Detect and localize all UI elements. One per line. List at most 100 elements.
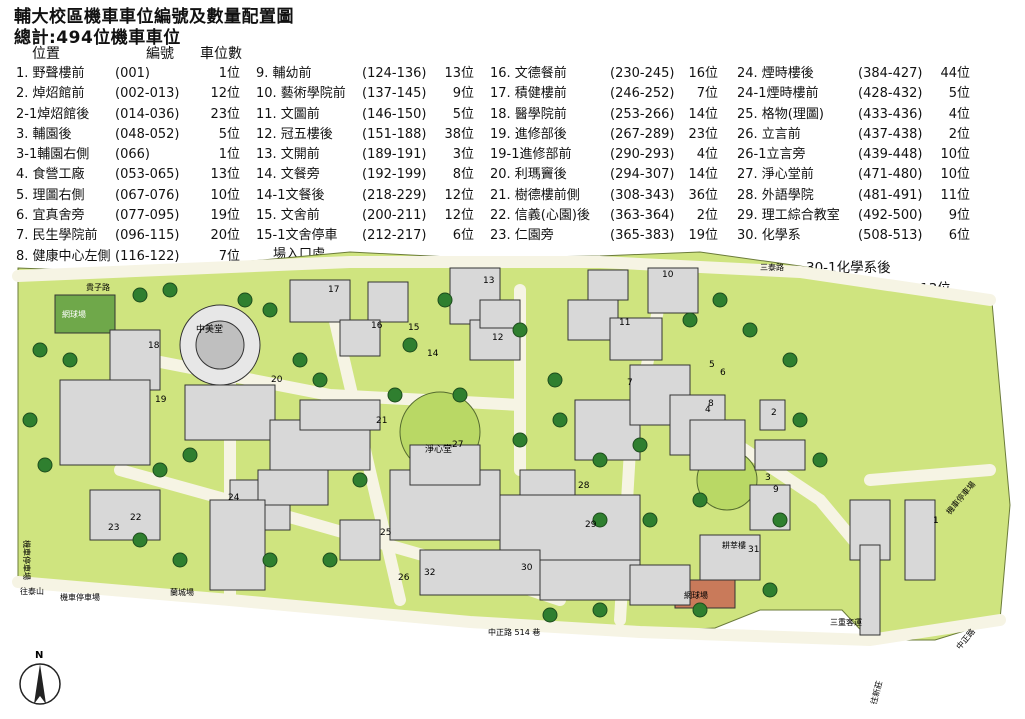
legend-location: 14-1文餐後	[256, 187, 325, 203]
legend-row: 11. 文圖前(146-150)5位	[256, 105, 474, 125]
legend-range: (146-150)	[362, 106, 427, 122]
legend-count: 10位	[940, 147, 970, 163]
campus-building	[339, 319, 381, 357]
legend-location: 9. 輔幼前	[256, 66, 312, 81]
legend-location: 20. 利瑪竇後	[490, 167, 567, 183]
tree-icon	[642, 512, 658, 528]
legend-location: 13. 文開前	[256, 147, 320, 163]
legend-row: 6. 宜真舍旁(077-095)19位	[16, 206, 240, 226]
tree-icon	[262, 302, 278, 318]
map-title: 輔大校區機車車位編號及數量配置圖	[14, 7, 294, 27]
map-subtitle: 總計:494位機車車位	[14, 28, 181, 48]
legend-count: 5位	[452, 106, 474, 122]
building-number-label: 19	[155, 395, 167, 405]
building-number-label: 1	[933, 516, 939, 526]
campus-building	[647, 267, 699, 314]
legend-location: 29. 理工綜合教室	[737, 208, 840, 224]
legend-count: 1位	[218, 66, 240, 81]
legend-count: 6位	[452, 228, 474, 244]
legend-count: 20位	[210, 228, 240, 244]
legend-row: 2-1焯炤館後(014-036)23位	[16, 105, 240, 125]
building-number-label: 15	[408, 323, 419, 333]
legend-range: (218-229)	[362, 187, 427, 203]
legend-row: 14-1文餐後 (218-229) 12位	[256, 186, 474, 206]
legend-row: 24. 煙時樓後(384-427)44位	[737, 64, 970, 84]
zhongmei-roof	[195, 320, 245, 370]
legend-row: 3. 輔園後(048-052)5位	[16, 125, 240, 145]
campus-building	[609, 317, 663, 361]
legend-range: (246-252)	[610, 86, 675, 102]
legend-count: 23位	[688, 126, 718, 142]
campus-building	[59, 379, 151, 466]
campus-building	[209, 499, 266, 591]
tree-icon	[172, 552, 188, 568]
legend-location: 10. 藝術學院前	[256, 86, 346, 102]
campus-building	[754, 439, 806, 471]
legend-range: (481-491)	[858, 187, 923, 203]
legend-row: 1. 野聲樓前(001)1位	[16, 64, 240, 84]
building-number-label: 24	[228, 493, 240, 503]
legend-location: 2-1焯炤館後	[16, 106, 90, 122]
legend-range: (492-500)	[858, 208, 923, 224]
header-location: 位置	[32, 46, 60, 62]
tree-icon	[352, 472, 368, 488]
building-number-label: 26	[398, 573, 410, 583]
legend-count: 23位	[210, 106, 240, 122]
legend-location: 24. 煙時樓後	[737, 66, 814, 81]
tree-icon	[592, 452, 608, 468]
legend-count: 3位	[452, 147, 474, 163]
building-number-label: 2	[771, 408, 777, 418]
label-garden: 蘭城場	[170, 587, 194, 597]
tree-icon	[132, 532, 148, 548]
legend-count: 7位	[696, 86, 718, 102]
tree-icon	[162, 282, 178, 298]
legend-row: 4. 食營工廠(053-065)13位	[16, 165, 240, 185]
legend-row: 20. 利瑪竇後(294-307)14位	[490, 165, 718, 185]
legend-count: 12位	[444, 208, 474, 224]
legend-location: 16. 文德餐前	[490, 66, 567, 81]
building-number-label: 7	[627, 378, 633, 388]
tree-icon	[512, 322, 528, 338]
legend-count: 38位	[444, 126, 474, 142]
campus-building	[759, 399, 786, 431]
tree-icon	[512, 432, 528, 448]
building-number-label: 22	[130, 513, 141, 523]
tree-icon	[452, 387, 468, 403]
building-number-label: 8	[708, 399, 714, 409]
label-gengxin: 耕莘樓	[722, 540, 746, 550]
tree-icon	[742, 322, 758, 338]
legend-row: 15-1文舍停車(212-217)6位	[256, 226, 474, 246]
legend-range: (200-211)	[362, 208, 427, 224]
legend-location: 17. 積健樓前	[490, 86, 567, 102]
campus-building	[184, 384, 276, 441]
tree-icon	[32, 342, 48, 358]
campus-building	[479, 299, 521, 329]
tree-icon	[692, 492, 708, 508]
building-number-label: 13	[483, 276, 494, 286]
legend-row: 18. 醫學院前(253-266)14位	[490, 105, 718, 125]
label-to-xinzhuang: 往新莊	[868, 680, 884, 706]
campus-building	[367, 281, 409, 323]
legend-count: 8位	[452, 167, 474, 183]
campus-building	[89, 489, 161, 541]
legend-range: (212-217)	[362, 228, 427, 244]
building-number-label: 30	[521, 563, 533, 573]
tree-icon	[762, 582, 778, 598]
campus-building	[859, 544, 881, 636]
campus-building	[299, 399, 381, 431]
legend-location: 8. 健康中心左側	[16, 248, 111, 264]
label-zhongmei: 中美堂	[196, 323, 223, 335]
legend-location: 19. 進修部後	[490, 126, 567, 142]
tree-icon	[132, 287, 148, 303]
tree-icon	[547, 372, 563, 388]
campus-building	[409, 444, 481, 486]
legend-count: 12位	[444, 187, 474, 203]
building-number-label: 6	[720, 368, 726, 378]
tree-icon	[682, 312, 698, 328]
tree-icon	[322, 552, 338, 568]
legend-range: (192-199)	[362, 167, 427, 183]
legend-row: 28. 外語學院(481-491)11位	[737, 186, 970, 206]
legend-count: 6位	[948, 228, 970, 244]
